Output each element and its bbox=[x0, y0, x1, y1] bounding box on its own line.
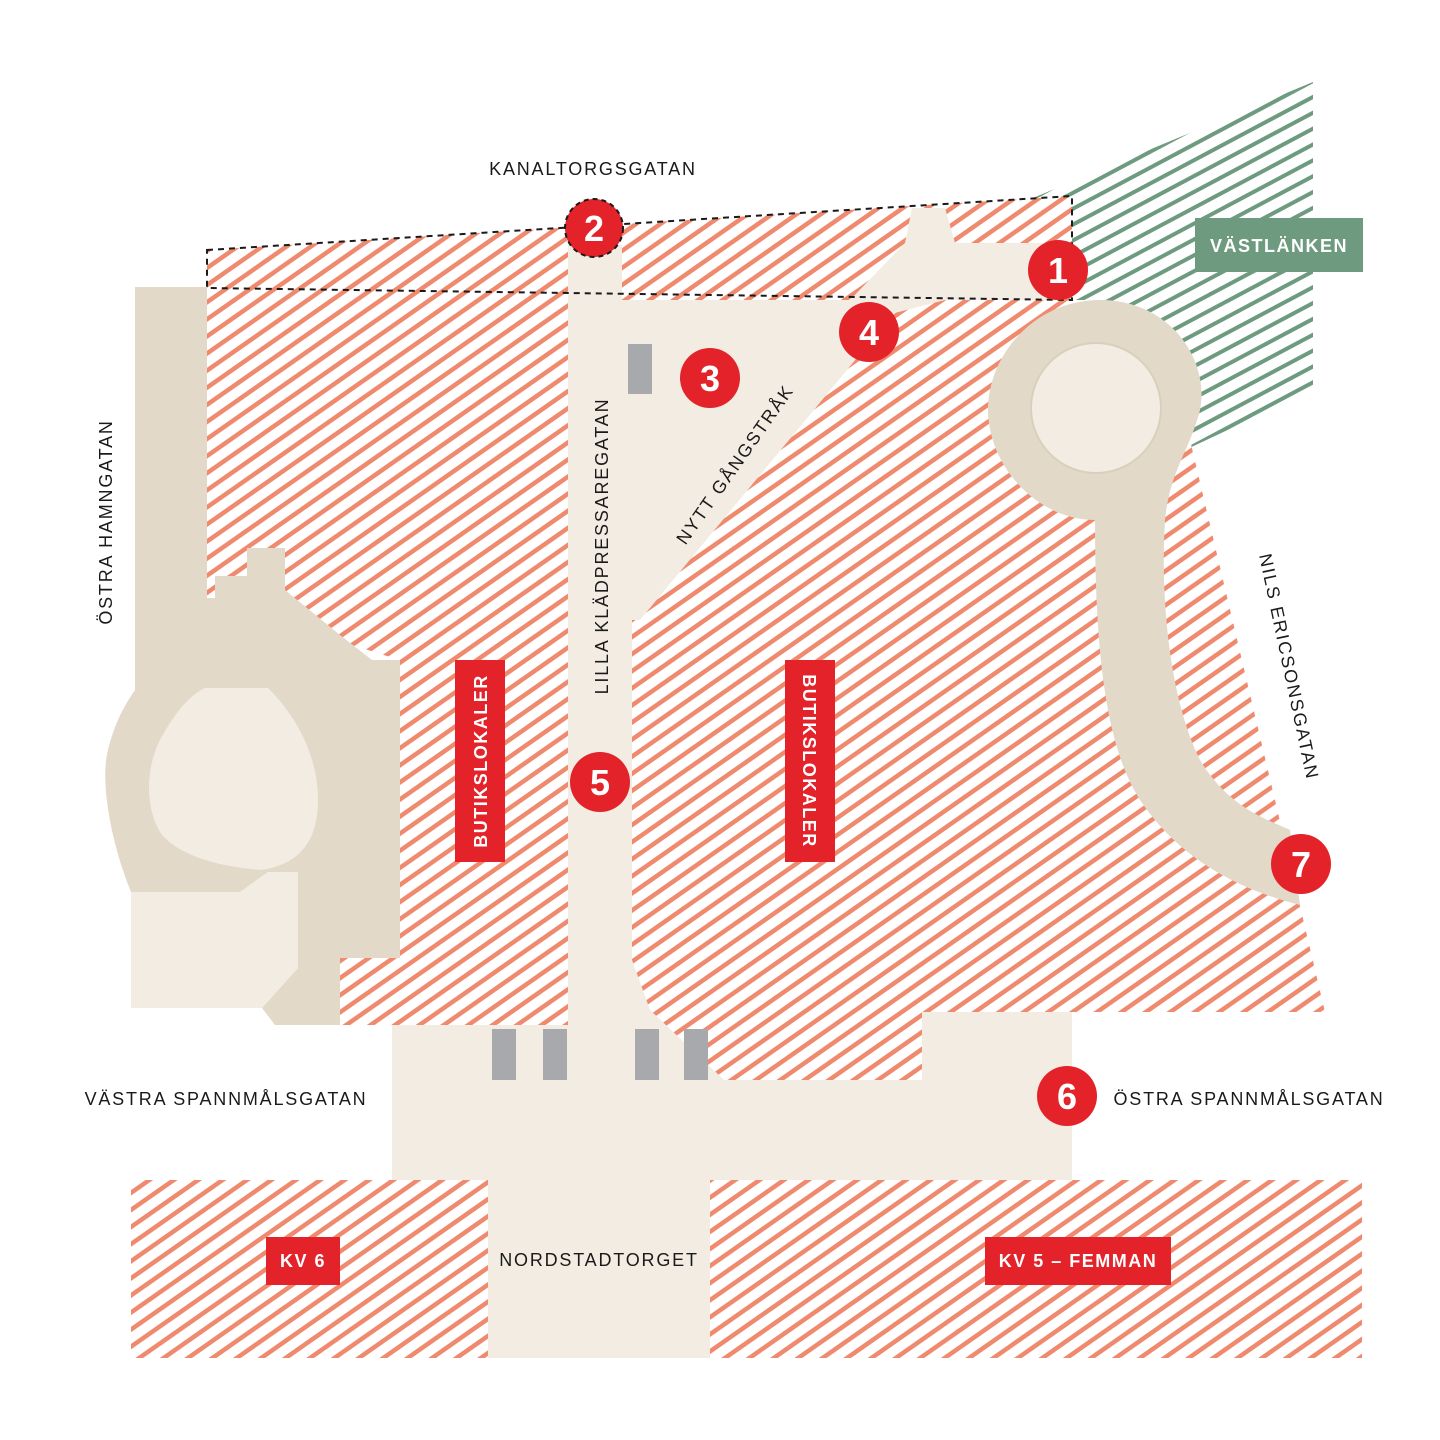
butikslokaler-left-badge bbox=[455, 660, 505, 862]
courtyard bbox=[148, 688, 318, 870]
butikslokaler-right-label: BUTIKSLOKALER bbox=[799, 674, 819, 848]
boundary-dashed bbox=[206, 194, 1073, 302]
svg-text:1: 1 bbox=[1048, 250, 1068, 291]
marker-3[interactable]: 3 bbox=[680, 348, 740, 408]
street-vastra-spannmalsgatan: VÄSTRA SPANNMÅLSGATAN bbox=[85, 1089, 368, 1109]
svg-text:2: 2 bbox=[584, 208, 604, 249]
marker-2[interactable]: 2 bbox=[564, 198, 624, 258]
svg-text:5: 5 bbox=[590, 762, 610, 803]
street-nils-ericsonsgatan: NILS ERICSONSGATAN bbox=[1255, 552, 1323, 782]
vastlanken-label: VÄSTLÄNKEN bbox=[1210, 236, 1348, 256]
svg-text:3: 3 bbox=[700, 358, 720, 399]
street-kanaltorgsgatan: KANALTORGSGATAN bbox=[489, 159, 697, 179]
street-lilla-kladpressaregatan: LILLA KLÄDPRESSAREGATAN bbox=[592, 398, 612, 695]
kv5-badge bbox=[985, 1237, 1171, 1285]
street-ostra-hamngatan: ÖSTRA HAMNGATAN bbox=[96, 419, 116, 624]
svg-text:7: 7 bbox=[1291, 844, 1311, 885]
roundabout-centre bbox=[1030, 342, 1162, 474]
vastlanken-zone bbox=[1028, 82, 1313, 450]
kv5-label: KV 5 – FEMMAN bbox=[999, 1251, 1158, 1271]
butikslokaler-right-badge bbox=[785, 660, 835, 862]
marker-1[interactable]: 1 bbox=[1028, 240, 1088, 300]
kv6-badge bbox=[266, 1237, 340, 1285]
marker-7[interactable]: 7 bbox=[1271, 834, 1331, 894]
grey-blocks bbox=[492, 344, 708, 1080]
place-nordstadtorget: NORDSTADTORGET bbox=[499, 1250, 699, 1270]
street-ostra-spannmalsgatan: ÖSTRA SPANNMÅLSGATAN bbox=[1113, 1089, 1384, 1109]
vastlanken-badge bbox=[1195, 218, 1363, 272]
kv6-label: KV 6 bbox=[280, 1251, 326, 1271]
marker-4[interactable]: 4 bbox=[839, 302, 899, 362]
svg-text:6: 6 bbox=[1057, 1076, 1077, 1117]
marker-5[interactable]: 5 bbox=[570, 752, 630, 812]
svg-text:4: 4 bbox=[859, 312, 879, 353]
butikslokaler-left-label: BUTIKSLOKALER bbox=[471, 674, 491, 848]
marker-6[interactable]: 6 bbox=[1037, 1066, 1097, 1126]
